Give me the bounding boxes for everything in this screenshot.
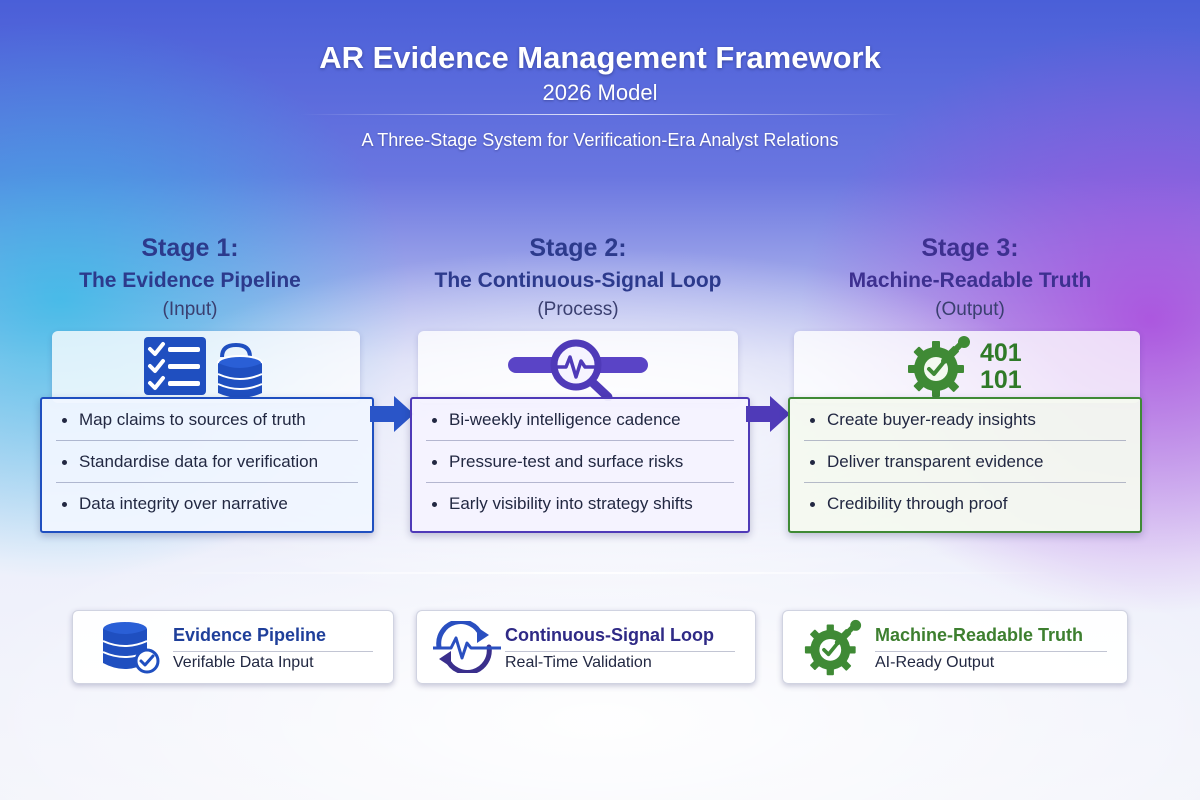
stage-1-name: The Evidence Pipeline bbox=[79, 269, 301, 292]
binary-readout: 401 101 bbox=[980, 339, 1022, 394]
stage-3-heading: Stage 3: Machine-Readable Truth (Output) bbox=[810, 234, 1130, 321]
summary-badge-title: Continuous-Signal Loop bbox=[505, 625, 714, 645]
section-divider bbox=[140, 572, 1060, 574]
summary-badge-title: Machine-Readable Truth bbox=[875, 625, 1084, 645]
stage-2-number: Stage 2: bbox=[529, 234, 627, 262]
magnifier-pulse-icon bbox=[508, 339, 648, 401]
stage-3-role: (Output) bbox=[935, 299, 1005, 320]
list-item: Standardise data for verification bbox=[56, 441, 358, 483]
arrow-right-icon bbox=[746, 396, 790, 432]
stage-3-icon-panel: 401 101 bbox=[794, 331, 1140, 403]
stage-2-role: (Process) bbox=[537, 299, 619, 320]
page-subtitle: 2026 Model bbox=[542, 80, 658, 105]
summary-badge-subtitle: Verifable Data Input bbox=[173, 654, 314, 671]
stage-2-name: The Continuous-Signal Loop bbox=[434, 269, 722, 292]
bullet-icon bbox=[432, 418, 437, 424]
summary-badge-title: Evidence Pipeline bbox=[173, 625, 327, 645]
stage-2-card: Bi-weekly intelligence cadence Pressure-… bbox=[410, 397, 750, 533]
summary-badge-subtitle: AI-Ready Output bbox=[875, 654, 995, 671]
stage-3-card: Create buyer-ready insights Deliver tran… bbox=[788, 397, 1142, 533]
stage-3-name: Machine-Readable Truth bbox=[848, 269, 1092, 292]
summary-badge-rule bbox=[875, 651, 1107, 652]
bullet-icon bbox=[810, 418, 815, 424]
list-item: Credibility through proof bbox=[804, 483, 1126, 524]
list-item: Early visibility into strategy shifts bbox=[426, 483, 734, 524]
stage-1-card: Map claims to sources of truth Standardi… bbox=[40, 397, 374, 533]
bullet-icon bbox=[810, 460, 815, 466]
gear-check-icon bbox=[804, 619, 862, 676]
database-check-icon bbox=[102, 622, 160, 674]
page-tagline: A Three-Stage System for Verification-Er… bbox=[361, 130, 839, 150]
summary-badge-rule bbox=[505, 651, 735, 652]
summary-badge-machine-readable-truth: Machine-Readable Truth AI-Ready Output bbox=[782, 610, 1128, 684]
gear-binary-icon bbox=[908, 336, 970, 397]
bullet-icon bbox=[432, 460, 437, 466]
stage-1-heading: Stage 1: The Evidence Pipeline (Input) bbox=[30, 234, 350, 321]
checklist-database-icon bbox=[144, 337, 263, 398]
loop-pulse-icon bbox=[433, 621, 501, 673]
bullet-icon bbox=[810, 502, 815, 508]
stage-2-heading: Stage 2: The Continuous-Signal Loop (Pro… bbox=[418, 234, 738, 321]
summary-badge-rule bbox=[173, 651, 373, 652]
list-item: Map claims to sources of truth bbox=[56, 399, 358, 441]
summary-badge-continuous-signal-loop: Continuous-Signal Loop Real-Time Validat… bbox=[416, 610, 756, 684]
list-item: Deliver transparent evidence bbox=[804, 441, 1126, 483]
stage-1-icon-panel bbox=[52, 331, 360, 403]
stage-2-icon-panel bbox=[418, 331, 738, 403]
stage-1-role: (Input) bbox=[162, 299, 218, 320]
list-item: Data integrity over narrative bbox=[56, 483, 358, 524]
arrow-right-icon bbox=[370, 396, 414, 432]
bullet-icon bbox=[62, 460, 67, 466]
summary-badge-subtitle: Real-Time Validation bbox=[505, 654, 652, 671]
stage-3-number: Stage 3: bbox=[921, 234, 1019, 262]
list-item: Pressure-test and surface risks bbox=[426, 441, 734, 483]
header-divider bbox=[300, 114, 900, 115]
bullet-icon bbox=[62, 502, 67, 508]
stage-1-number: Stage 1: bbox=[141, 234, 239, 262]
page-title: AR Evidence Management Framework bbox=[319, 40, 881, 75]
summary-badge-evidence-pipeline: Evidence Pipeline Verifable Data Input bbox=[72, 610, 394, 684]
list-item: Create buyer-ready insights bbox=[804, 399, 1126, 441]
bullet-icon bbox=[432, 502, 437, 508]
list-item: Bi-weekly intelligence cadence bbox=[426, 399, 734, 441]
bullet-icon bbox=[62, 418, 67, 424]
